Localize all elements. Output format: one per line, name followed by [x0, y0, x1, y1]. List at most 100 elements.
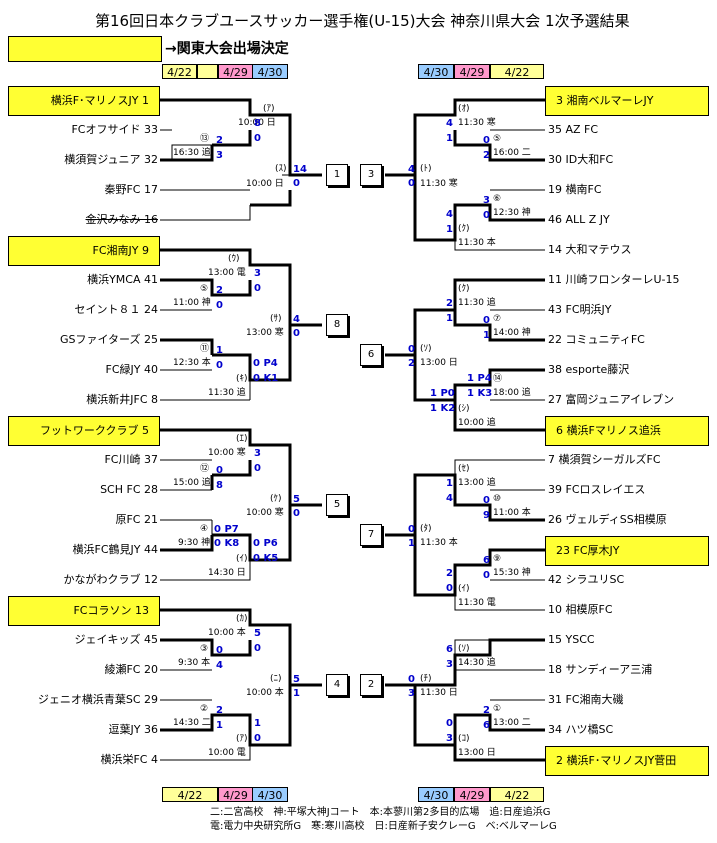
game-id: (ｺ)	[458, 734, 470, 744]
game-id: ⑬	[200, 134, 210, 144]
score: 0	[293, 508, 300, 519]
score: 4	[216, 660, 223, 671]
game-id: ⑭	[493, 374, 503, 384]
date-top-right-1: 4/30	[418, 64, 454, 79]
score: 2	[216, 285, 223, 296]
team-right-22: 34 ハツ橋SC	[548, 723, 614, 736]
game-id: (ｵ)	[458, 104, 470, 114]
page-title: 第16回日本クラブユースサッカー選手権(U-15)大会 神奈川県大会 1次予選結…	[95, 12, 630, 30]
team-right-1: 3 湘南ベルマーレJY	[545, 86, 709, 116]
score: 2	[216, 705, 223, 716]
score: 1	[446, 224, 453, 235]
score: 2	[446, 568, 453, 579]
game-id: ⑫	[200, 464, 210, 474]
game-id: ⑩	[493, 494, 502, 504]
game-id: ②	[200, 704, 209, 714]
team-left-1: 横浜F･マリノスJY 1	[8, 86, 160, 116]
team-right-18: 10 相模原FC	[548, 603, 613, 616]
score: 5	[293, 674, 300, 685]
team-right-17: 42 シラユリSC	[548, 573, 625, 586]
score: 3	[254, 268, 261, 279]
game-id: (ｱ)	[263, 104, 275, 114]
game-time: 14:30 追	[458, 658, 496, 668]
score: 0	[408, 674, 415, 685]
game-id: (ｾ)	[458, 464, 470, 474]
team-right-9: 22 コミュニティFC	[548, 333, 645, 346]
score: 0	[483, 315, 490, 326]
team-right-16: 23 FC厚木JY	[545, 536, 709, 566]
team-left-22: 逗葉JY 36	[108, 723, 158, 736]
game-id: (ﾁ)	[420, 674, 432, 684]
game-id: (ｶ)	[236, 614, 248, 624]
score: 6	[483, 720, 490, 731]
score: 0	[408, 524, 415, 535]
game-time: 10:00 電	[208, 748, 246, 758]
game-time: 10:00 日	[246, 179, 284, 189]
score: 4	[408, 164, 415, 175]
game-time: 11:30 本	[458, 238, 496, 248]
score: 3	[483, 195, 490, 206]
team-left-10: FC緑JY 40	[105, 363, 158, 376]
date-bottom-left-3: 4/30	[252, 787, 288, 802]
block-number-8: 8	[326, 314, 348, 336]
team-right-4: 19 横南FC	[548, 183, 602, 196]
team-left-16: 横浜FC鶴見JY 44	[72, 543, 158, 556]
block-number-4: 4	[326, 674, 348, 696]
date-top-left-2: 4/29	[218, 64, 253, 79]
date-top-left-3: 4/30	[252, 64, 288, 79]
game-id: (ｲ)	[458, 584, 470, 594]
score: 0	[254, 133, 261, 144]
game-id: ⑥	[493, 194, 502, 204]
game-id: (ﾀ)	[420, 524, 432, 534]
game-time: 9:30 本	[178, 658, 211, 668]
score: 0	[216, 465, 223, 476]
score: 0	[483, 570, 490, 581]
score: 0	[254, 463, 261, 474]
team-left-19: ジェイキッズ 45	[74, 633, 159, 646]
team-right-19: 15 YSCC	[548, 633, 595, 646]
score: 3	[446, 659, 453, 670]
game-time: 16:30 追	[173, 148, 211, 158]
team-right-10: 38 esporte藤沢	[548, 363, 630, 376]
game-time: 13:00 日	[420, 358, 458, 368]
game-id: (ｳ)	[228, 254, 240, 264]
game-time: 11:30 電	[458, 598, 496, 608]
score: 6	[446, 644, 453, 655]
score: 0	[408, 178, 415, 189]
team-left-12: フットワーククラブ 5	[8, 416, 160, 446]
game-id: ⑪	[200, 344, 210, 354]
score: 8	[216, 480, 223, 491]
team-left-4: 秦野FC 17	[104, 183, 158, 196]
game-time: 12:30 神	[493, 208, 531, 218]
game-id: (ｸ)	[458, 284, 470, 294]
score: 0 K8	[214, 538, 240, 549]
date-top-right-3: 4/22	[490, 64, 544, 79]
team-left-9: GSファイターズ 25	[59, 333, 158, 346]
score: 2	[483, 150, 490, 161]
score: 0	[446, 583, 453, 594]
score: 8	[254, 118, 261, 129]
score: 0	[216, 300, 223, 311]
game-time: 15:00 追	[173, 478, 211, 488]
team-left-17: かながわクラブ 12	[63, 573, 159, 586]
game-id: (ｷ)	[236, 374, 248, 384]
game-time: 10:00 追	[458, 418, 496, 428]
game-id: (ｹ)	[270, 494, 282, 504]
game-id: (ﾆ)	[270, 674, 282, 684]
score: 9	[483, 510, 490, 521]
game-time: 16:00 二	[493, 148, 531, 158]
game-time: 10:00 寒	[208, 448, 246, 458]
game-id: ⑦	[493, 314, 502, 324]
team-left-15: 原FC 21	[115, 513, 158, 526]
game-time: 13:00 寒	[246, 328, 284, 338]
team-left-20: 綾瀬FC 20	[104, 663, 158, 676]
score: 0	[216, 360, 223, 371]
score: 2	[446, 298, 453, 309]
game-id: ⑤	[493, 134, 502, 144]
score: 0	[446, 718, 453, 729]
score: 0	[293, 178, 300, 189]
score: 1	[216, 720, 223, 731]
game-time: 11:00 本	[493, 508, 531, 518]
game-time: 13:00 日	[458, 748, 496, 758]
